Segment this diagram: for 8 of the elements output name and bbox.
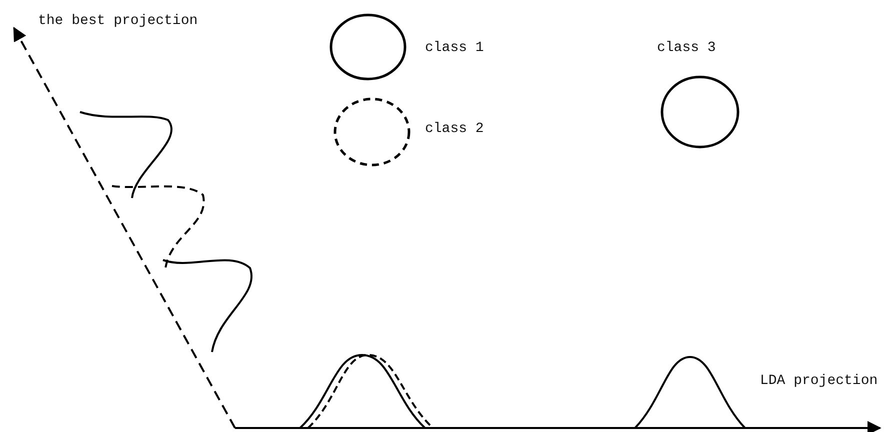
class-label: class 3 [657,40,716,56]
class-label: class 2 [425,121,484,137]
axis-label: LDA projection [760,373,878,389]
class-ellipse [334,98,410,166]
class-ellipse [330,14,406,80]
axis-label: the best projection [38,13,198,29]
class-ellipse [660,76,740,148]
class-label: class 1 [425,40,484,56]
